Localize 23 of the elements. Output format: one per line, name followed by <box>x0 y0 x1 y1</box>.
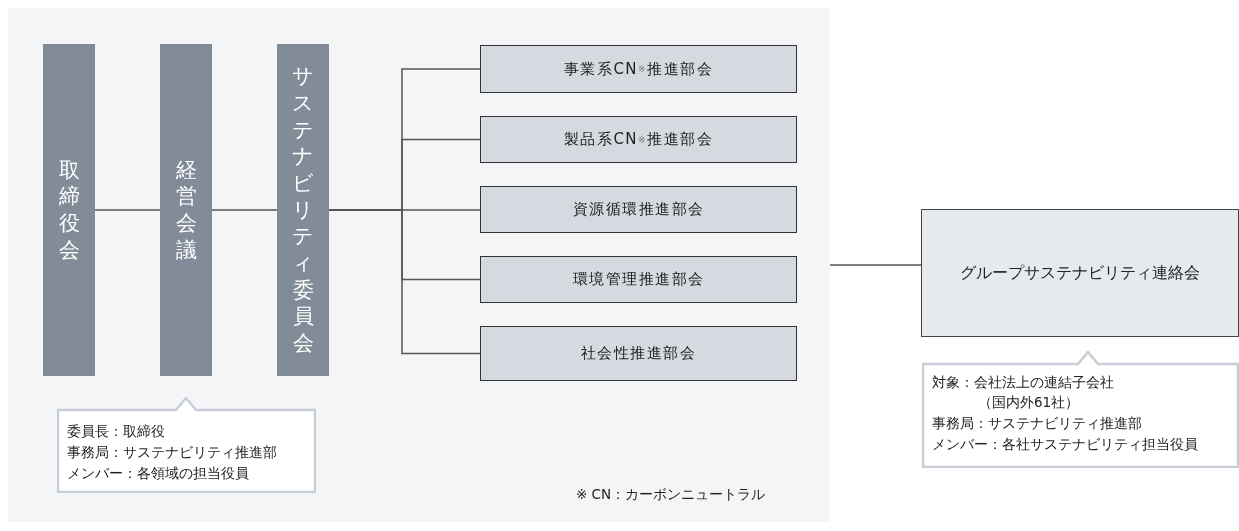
subcommittee-box: 環境管理推進部会 <box>480 256 797 303</box>
callout-bubble <box>57 397 316 493</box>
council-box: グループサステナビリティ連絡会 <box>921 209 1239 337</box>
connector-line <box>211 209 278 211</box>
subcommittee-box: 製品系CN$^{※}$推進部会 <box>480 116 797 163</box>
panel-background <box>8 8 830 522</box>
callout-text: 事務局：サステナビリティ推進部 <box>932 414 1142 433</box>
committee-bar: 経営会議 <box>160 44 212 376</box>
committee-bar: 取締役会 <box>43 44 95 376</box>
callout-text: メンバー：各社サステナビリティ担当役員 <box>932 435 1198 454</box>
subcommittee-box: 事業系CN$^{※}$推進部会 <box>480 45 797 93</box>
callout-text: メンバー：各領域の担当役員 <box>67 464 249 483</box>
callout-text: 対象：会社法上の連結子会社（国内外61社） <box>932 373 1115 412</box>
connector-line <box>328 209 481 355</box>
callout-text: 委員長：取締役 <box>67 422 165 441</box>
connector-line <box>94 209 161 211</box>
subcommittee-box: 社会性推進部会 <box>480 326 797 381</box>
subcommittee-box: 資源循環推進部会 <box>480 186 797 233</box>
callout-bubble <box>922 351 1239 468</box>
footnote: ※ CN：カーボンニュートラル <box>576 486 766 504</box>
committee-bar: サステナビリティ委員会 <box>277 44 329 376</box>
callout-text: 事務局：サステナビリティ推進部 <box>67 443 277 462</box>
connector-line <box>829 264 922 266</box>
